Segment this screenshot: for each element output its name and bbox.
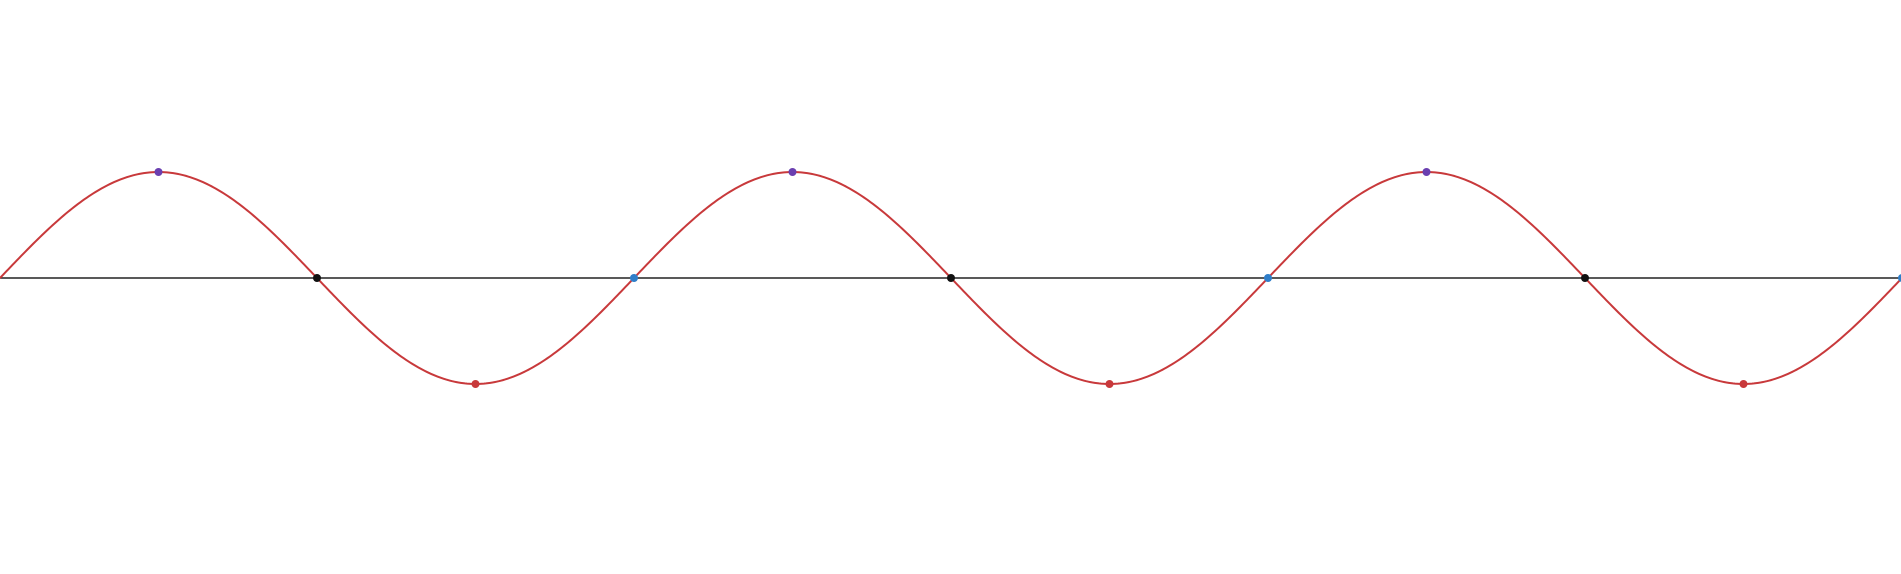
descending-zero-point bbox=[313, 274, 321, 282]
ascending-zero-point bbox=[630, 274, 638, 282]
maximum-point bbox=[788, 168, 797, 176]
minimum-point bbox=[1739, 380, 1748, 388]
marked-points-layer bbox=[154, 168, 1901, 388]
minimum-point bbox=[471, 380, 480, 388]
maximum-point bbox=[1422, 168, 1431, 176]
ascending-zero-point bbox=[1898, 274, 1901, 282]
descending-zero-point bbox=[1581, 274, 1589, 282]
descending-zero-point bbox=[947, 274, 955, 282]
minimum-point bbox=[1105, 380, 1114, 388]
maximum-point bbox=[154, 168, 163, 176]
ascending-zero-point bbox=[1264, 274, 1272, 282]
